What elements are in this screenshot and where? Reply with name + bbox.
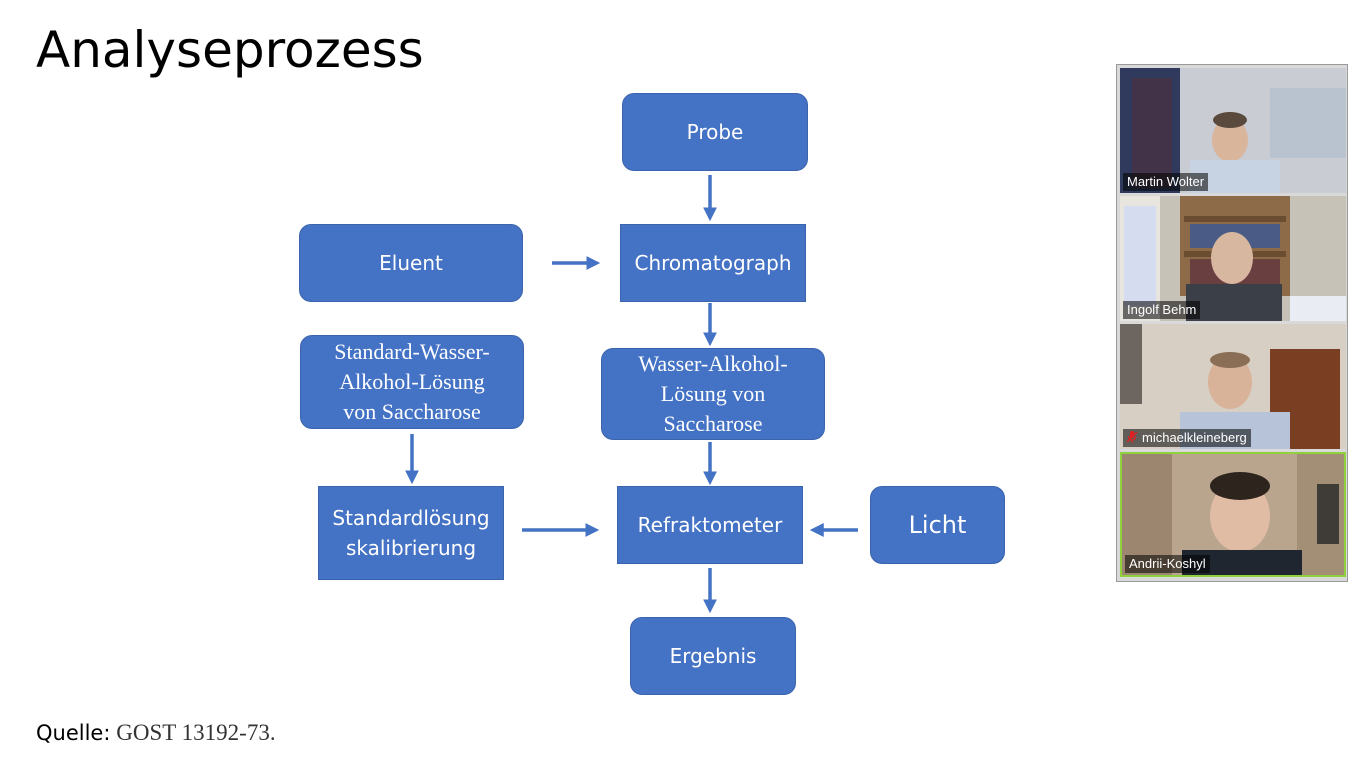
- flow-box-water-alcohol-solution-label: Wasser-Alkohol- Lösung von Saccharose: [638, 351, 788, 436]
- flow-box-probe: Probe: [622, 93, 808, 171]
- flow-box-chromatograph: Chromatograph: [620, 224, 806, 302]
- participant-name-tag: Andrii-Koshyl: [1125, 555, 1210, 573]
- flow-box-standard-solution: Standard-Wasser- Alkohol-Lösung von Sacc…: [300, 335, 524, 429]
- flow-box-result: Ergebnis: [630, 617, 796, 695]
- participant-name: Martin Wolter: [1127, 174, 1205, 189]
- flow-box-eluent-label: Eluent: [379, 251, 443, 275]
- participant-name: michaelkleineberg: [1142, 430, 1247, 445]
- slide-title: Analyseprozess: [36, 21, 424, 79]
- video-tile-participant-4-active[interactable]: Andrii-Koshyl: [1120, 452, 1346, 577]
- flow-box-light: Licht: [870, 486, 1005, 564]
- flow-box-calibration-label: Standardlösung skalibrierung: [332, 506, 490, 560]
- source-citation: Quelle: GOST 13192-73.: [36, 718, 276, 749]
- flow-box-eluent: Eluent: [299, 224, 523, 302]
- participant-name: Ingolf Behm: [1127, 302, 1197, 317]
- source-reference: GOST 13192-73.: [116, 720, 276, 745]
- video-tile-participant-3[interactable]: michaelkleineberg: [1120, 324, 1346, 449]
- participant-name-tag: michaelkleineberg: [1123, 429, 1251, 447]
- participant-video-feed: [1120, 68, 1346, 193]
- source-label: Quelle:: [36, 721, 111, 745]
- participant-name: Andrii-Koshyl: [1129, 556, 1206, 571]
- video-participants-panel: Martin Wolter Ingolf Behm: [1116, 64, 1348, 582]
- flow-box-result-label: Ergebnis: [669, 644, 757, 668]
- flow-box-water-alcohol-solution: Wasser-Alkohol- Lösung von Saccharose: [601, 348, 825, 440]
- video-tile-participant-2[interactable]: Ingolf Behm: [1120, 196, 1346, 321]
- participant-name-tag: Martin Wolter: [1123, 173, 1209, 191]
- participant-video-feed: [1120, 324, 1346, 449]
- microphone-muted-icon: [1127, 431, 1137, 443]
- participant-video-feed: [1120, 196, 1346, 321]
- flow-box-refractometer-label: Refraktometer: [637, 513, 783, 537]
- flow-box-refractometer: Refraktometer: [617, 486, 803, 564]
- flow-box-probe-label: Probe: [686, 120, 744, 144]
- video-tile-participant-1[interactable]: Martin Wolter: [1120, 68, 1346, 193]
- participant-name-tag: Ingolf Behm: [1123, 301, 1201, 319]
- flow-box-chromatograph-label: Chromatograph: [634, 251, 792, 275]
- flow-box-light-label: Licht: [908, 511, 967, 539]
- flow-box-calibration: Standardlösung skalibrierung: [318, 486, 504, 580]
- flow-box-standard-solution-label: Standard-Wasser- Alkohol-Lösung von Sacc…: [334, 339, 490, 424]
